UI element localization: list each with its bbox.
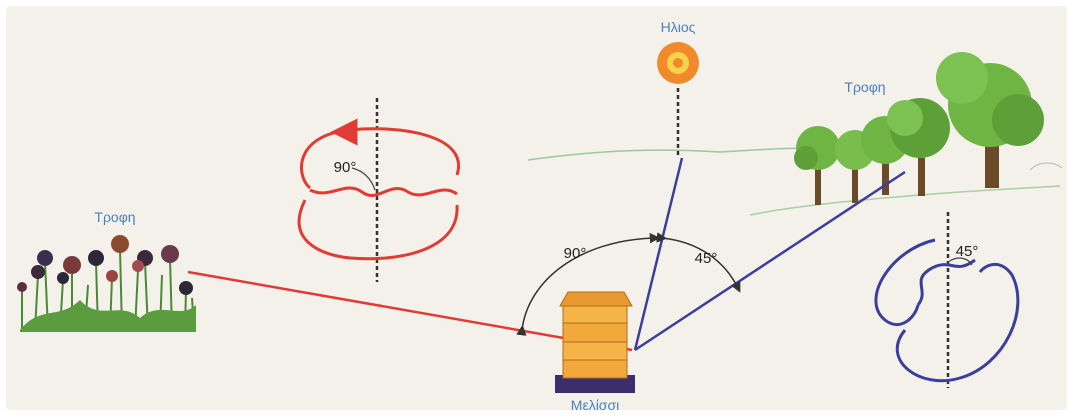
horizon-line	[527, 147, 831, 161]
beehive	[555, 291, 635, 393]
food-left-label: Τροφη	[94, 209, 135, 225]
route-to-trees	[634, 170, 906, 352]
angle-arc-45	[656, 232, 741, 293]
food-right-label: Τροφη	[844, 79, 885, 95]
sun-label: Ηλιος	[661, 19, 696, 35]
hive-angle-left-label: 90°	[564, 245, 587, 262]
right-waggle-dance	[874, 212, 1020, 388]
left-dance-angle-label: 90°	[334, 159, 357, 176]
trees-food-source	[794, 52, 1044, 205]
angle-arc-90	[516, 232, 661, 336]
flowers-food-source	[17, 235, 196, 332]
diagram-background	[6, 6, 1067, 410]
hive-label: Μελίσσι	[571, 397, 619, 413]
sun	[657, 42, 699, 84]
bush-outline	[1029, 162, 1063, 171]
right-dance-angle-label: 45°	[956, 243, 979, 260]
left-waggle-dance	[297, 98, 461, 282]
hive-angle-right-label: 45°	[695, 250, 718, 267]
route-to-flowers	[187, 270, 633, 352]
